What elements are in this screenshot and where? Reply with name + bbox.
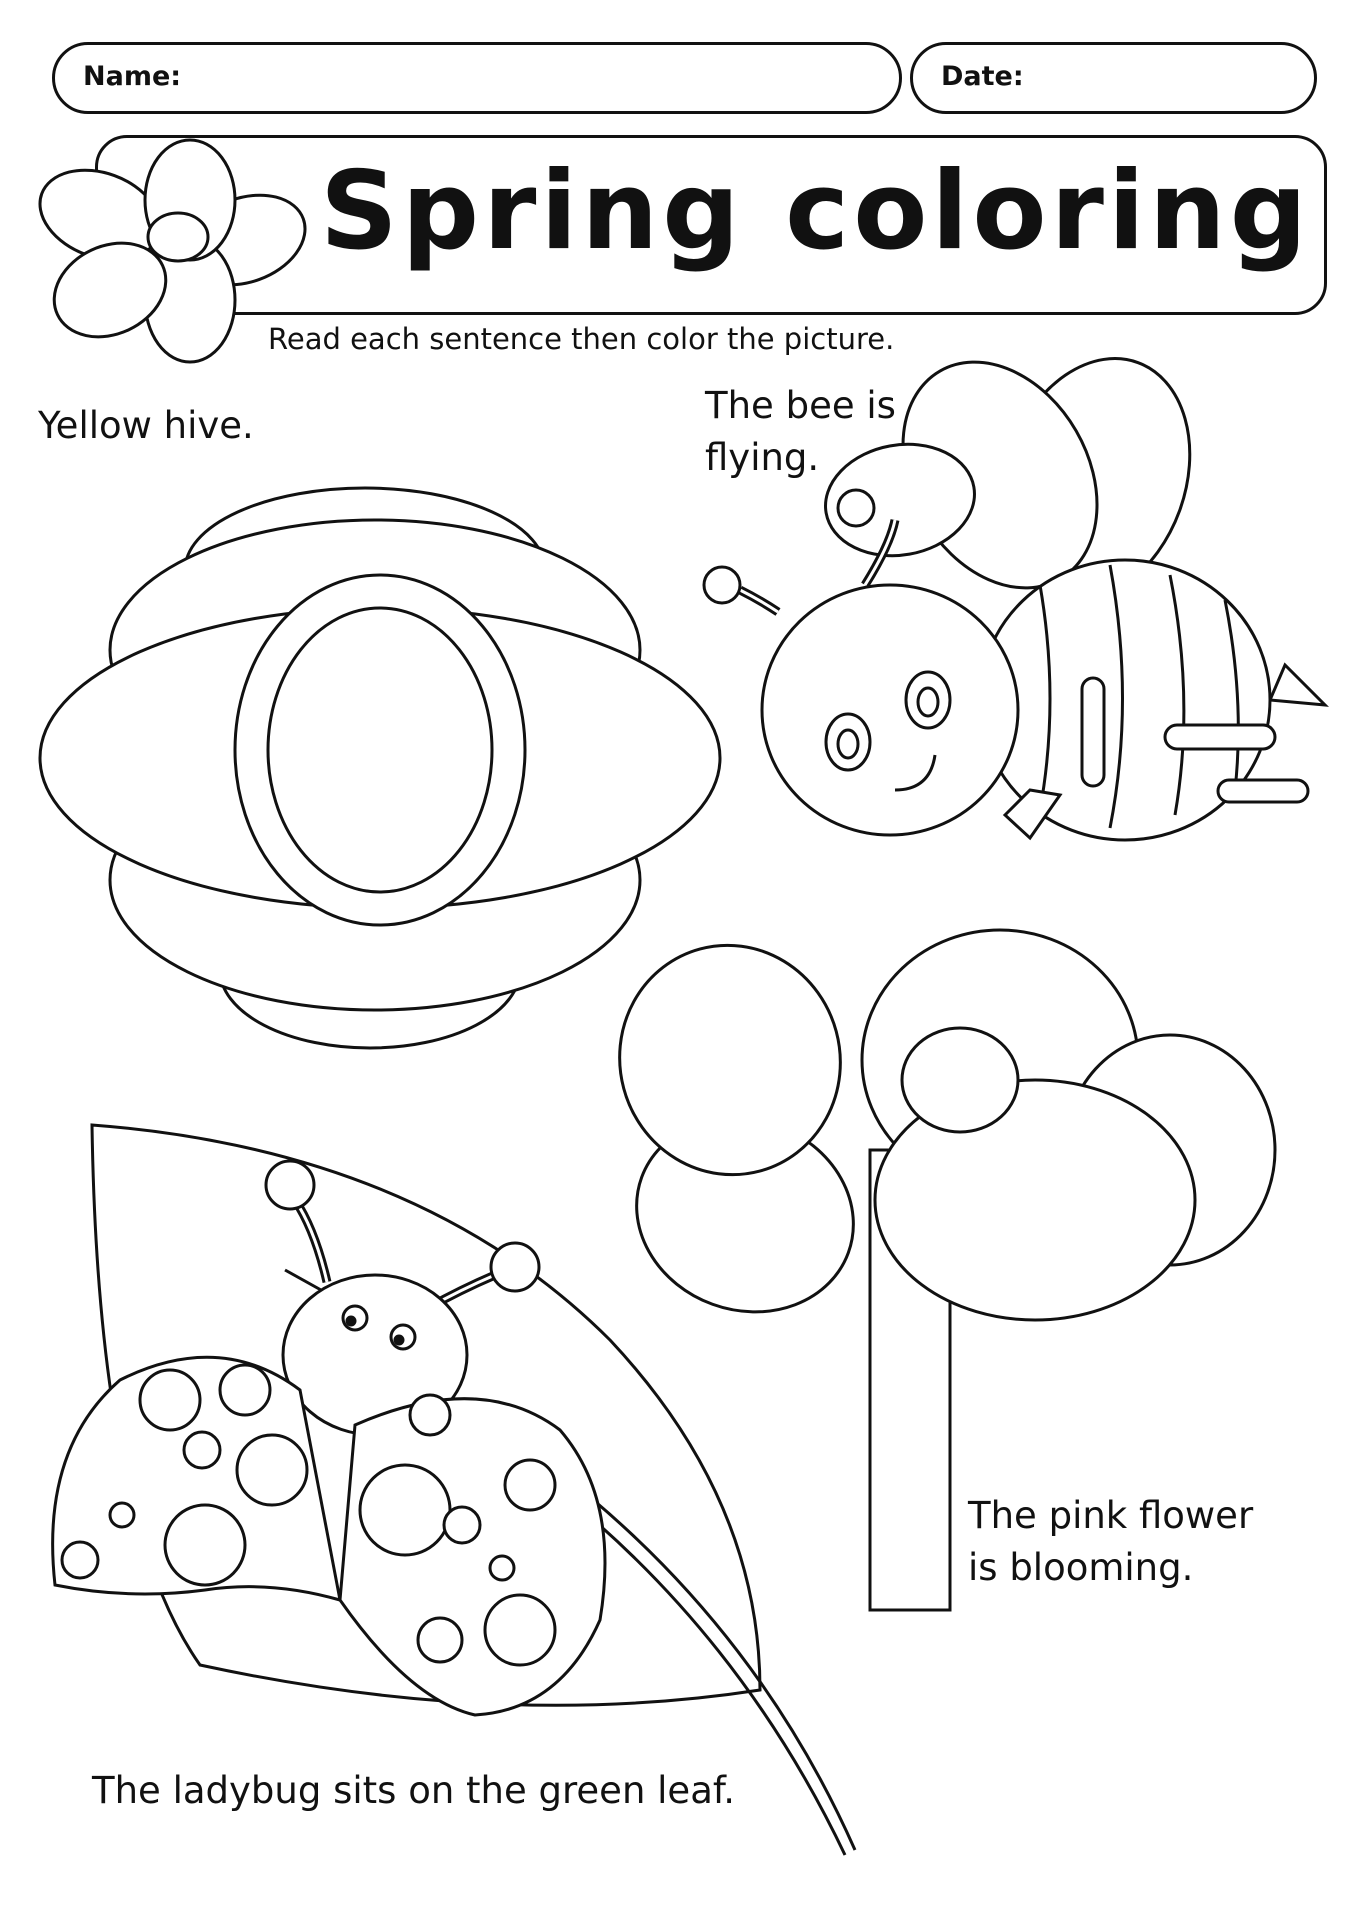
bee-caption: The bee is flying.	[705, 380, 896, 484]
hive-caption: Yellow hive.	[38, 400, 254, 452]
name-label: Name:	[83, 61, 182, 92]
bee-caption-line2: flying.	[705, 435, 820, 479]
bee-caption-line1: The bee is	[705, 384, 896, 427]
flower-caption-line2: is blooming.	[968, 1545, 1194, 1589]
flower-caption: The pink flower is blooming.	[968, 1490, 1253, 1594]
beehive-icon	[38, 486, 722, 1050]
date-label: Date:	[941, 61, 1024, 92]
bee-icon	[702, 357, 1329, 842]
ladybug-icon	[51, 1159, 607, 1717]
date-field[interactable]: Date:	[910, 42, 1317, 114]
flower-icon	[38, 138, 307, 364]
instruction-text: Read each sentence then color the pictur…	[268, 322, 895, 356]
name-field[interactable]: Name:	[52, 42, 902, 114]
ladybug-caption-text: The ladybug sits on the green leaf.	[92, 1769, 735, 1812]
hive-caption-text: Yellow hive.	[38, 404, 254, 447]
flower-icon	[618, 928, 1277, 1612]
ladybug-caption: The ladybug sits on the green leaf.	[92, 1765, 735, 1817]
page-title: Spring coloring	[320, 149, 1312, 274]
flower-caption-line1: The pink flower	[968, 1494, 1254, 1537]
